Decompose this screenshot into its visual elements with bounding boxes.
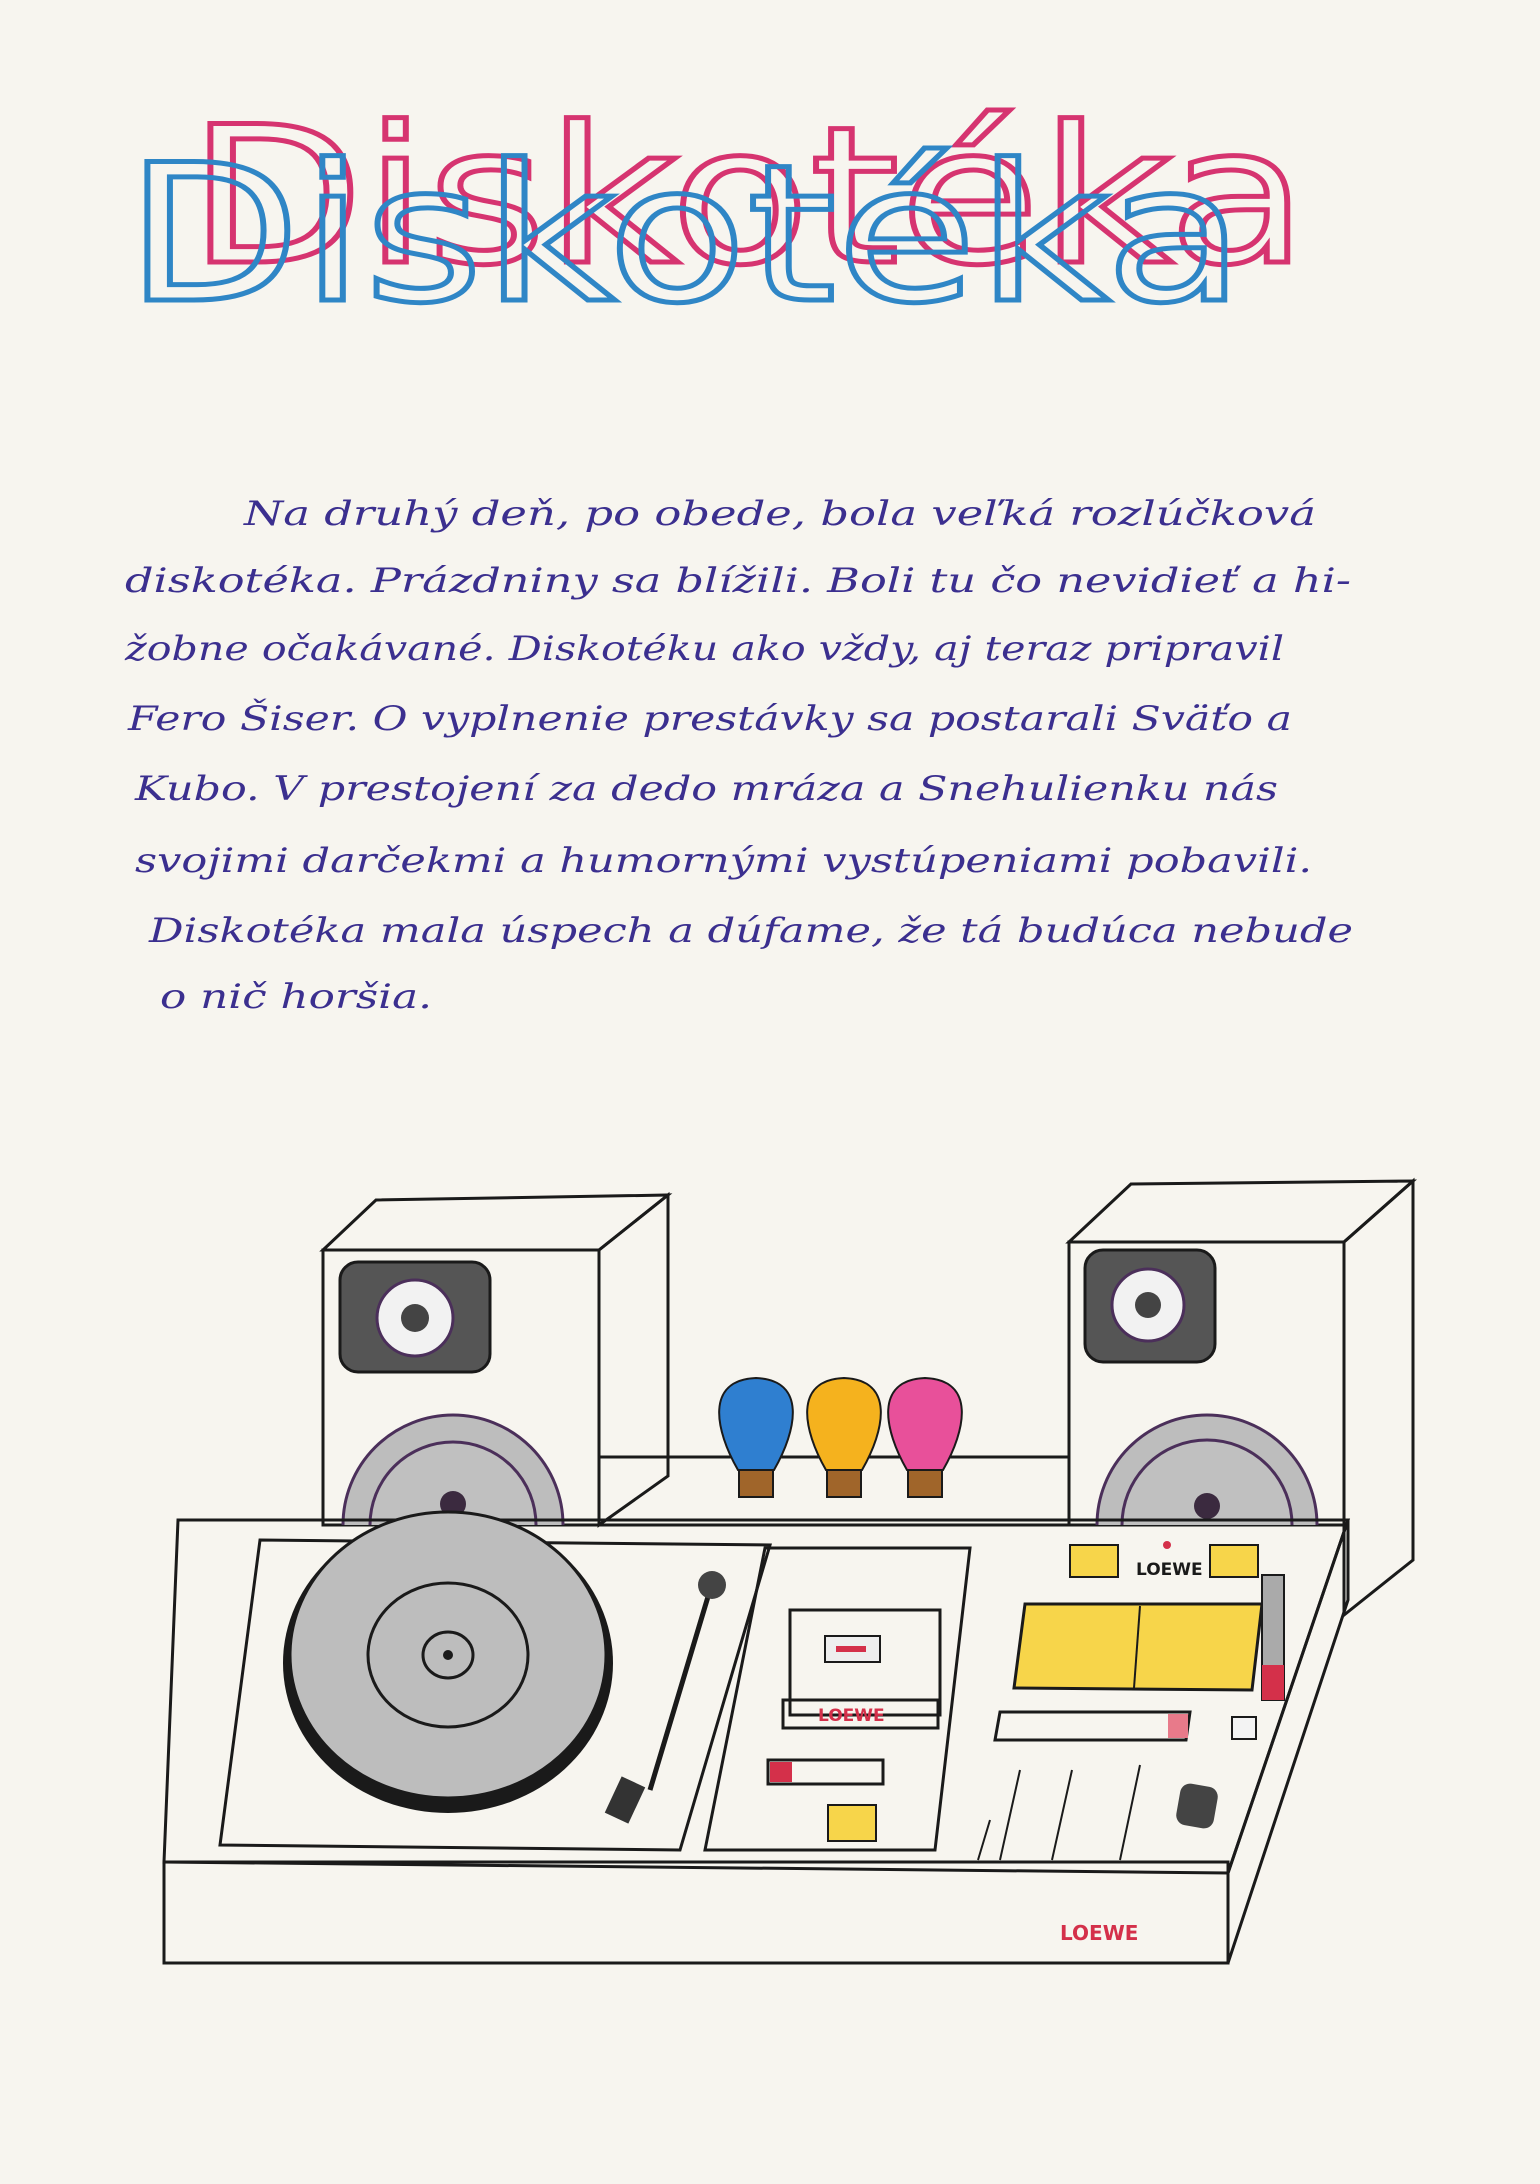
bulb-blue	[718, 1376, 794, 1498]
text-line: svojimi darčekmi a humornými vystúpeniam…	[135, 841, 1312, 881]
text-line: diskotéka. Prázdniny sa blížili. Boli tu…	[125, 561, 1351, 601]
title-back: Diskotéka	[188, 86, 1308, 307]
text-line: Na druhý deň, po obede, bola veľká rozlú…	[243, 494, 1316, 534]
amplifier-brand-label: LOEWE	[1136, 1560, 1203, 1580]
handwritten-text: Na druhý deň, po obede, bola veľká rozlú…	[124, 494, 1353, 1017]
amplifier: LOEWE	[977, 1541, 1285, 1861]
text-line: Kubo. V prestojení za dedo mráza a Snehu…	[134, 769, 1278, 809]
console: LOEWE LOEWE	[162, 1510, 1351, 1965]
title-front: Diskotéka	[125, 124, 1245, 345]
cassette-brand-label: LOEWE	[818, 1706, 885, 1726]
light-bulbs	[718, 1376, 963, 1498]
text-line: žobne očakávané. Diskotéku ako vždy, aj …	[124, 629, 1284, 669]
right-speaker	[1065, 1177, 1418, 1619]
bulb-pink	[887, 1376, 963, 1498]
left-speaker	[319, 1191, 673, 1528]
cassette-deck: LOEWE	[703, 1546, 972, 1852]
turntable	[218, 1510, 773, 1852]
bulb-yellow	[806, 1376, 882, 1498]
text-line: Fero Šiser. O vyplnenie prestávky sa pos…	[127, 698, 1292, 739]
base-brand-label: LOEWE	[1060, 1921, 1138, 1945]
stereo-drawing: LOEWE LOEWE	[162, 1177, 1418, 1965]
text-line: o nič horšia.	[160, 977, 432, 1017]
text-line: Diskotéka mala úspech a dúfame, že tá bu…	[148, 911, 1353, 951]
page-title: Diskotéka Diskotéka	[123, 84, 1311, 348]
